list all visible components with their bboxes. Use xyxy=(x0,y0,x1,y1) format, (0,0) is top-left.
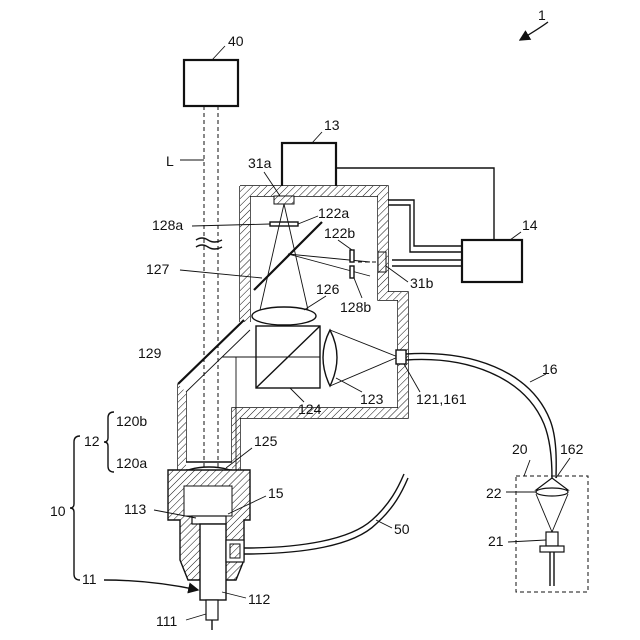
leader-123 xyxy=(336,378,362,392)
wire-31a-14-b xyxy=(388,205,462,252)
sensor-31b xyxy=(378,252,386,272)
leader-122a xyxy=(298,216,318,224)
label-15: 15 xyxy=(268,485,284,501)
housing-hatch-right xyxy=(378,196,408,418)
housing-hatch-top xyxy=(240,186,388,196)
label-162: 162 xyxy=(560,441,584,457)
brace-12 xyxy=(104,412,114,472)
box-14 xyxy=(462,240,522,282)
label-L: L xyxy=(166,153,174,169)
label-129: 129 xyxy=(138,345,162,361)
label-14: 14 xyxy=(522,217,538,233)
tip-111 xyxy=(206,600,218,620)
label-123: 123 xyxy=(360,391,384,407)
label-40: 40 xyxy=(228,33,244,49)
wire-13-14 xyxy=(336,168,494,240)
fiber-connector-121 xyxy=(396,350,406,364)
label-112: 112 xyxy=(248,591,271,607)
label-12: 12 xyxy=(84,433,100,449)
brace-10 xyxy=(70,436,80,580)
box-40 xyxy=(184,60,238,106)
label-113: 113 xyxy=(124,501,147,517)
lens-126 xyxy=(252,307,316,325)
leader-126 xyxy=(304,296,326,310)
label-120b: 120b xyxy=(116,413,147,429)
label-16: 16 xyxy=(542,361,558,377)
body-11 xyxy=(200,524,226,600)
label-20: 20 xyxy=(512,441,528,457)
label-128a: 128a xyxy=(152,217,183,233)
label-31a: 31a xyxy=(248,155,272,171)
label-22: 22 xyxy=(486,485,502,501)
mirror-129 xyxy=(178,320,244,384)
label-126: 126 xyxy=(316,281,340,297)
label-11: 11 xyxy=(82,571,97,587)
figure-ref-arrow xyxy=(520,22,548,40)
leader-50 xyxy=(376,520,392,528)
leader-21 xyxy=(508,540,546,542)
label-111: 111 xyxy=(156,613,177,629)
label-125: 125 xyxy=(254,433,278,449)
leader-128b xyxy=(354,278,362,298)
label-21: 21 xyxy=(488,533,504,549)
label-50: 50 xyxy=(394,521,410,537)
device-21 xyxy=(546,532,558,546)
fiber-16 xyxy=(406,354,556,478)
wire-31a-14-a xyxy=(388,200,462,246)
leader-122b xyxy=(338,240,352,250)
element-122a xyxy=(270,222,298,226)
leader-31b xyxy=(386,266,408,282)
label-10: 10 xyxy=(50,503,66,519)
element-128b xyxy=(350,266,354,278)
arrow-11 xyxy=(104,580,198,590)
box-13 xyxy=(282,143,336,191)
label-127: 127 xyxy=(146,261,170,277)
leader-40 xyxy=(212,46,225,60)
leader-111 xyxy=(186,614,206,620)
element-122b xyxy=(350,250,354,262)
leader-13 xyxy=(312,132,322,143)
label-122b: 122b xyxy=(324,225,355,241)
leader-162 xyxy=(556,458,570,478)
leader-14 xyxy=(510,232,521,240)
label-1: 1 xyxy=(538,7,546,23)
lens-123 xyxy=(323,330,337,386)
label-31b: 31b xyxy=(410,275,434,291)
leader-124 xyxy=(290,388,304,402)
leader-20 xyxy=(524,460,530,476)
label-128b: 128b xyxy=(340,299,371,315)
tube-120b-left xyxy=(178,384,186,470)
nozzle-113 xyxy=(192,516,226,524)
housing-hatch-left xyxy=(240,186,250,322)
label-122a: 122a xyxy=(318,205,349,221)
label-121-161: 121,161 xyxy=(416,391,467,407)
label-13: 13 xyxy=(324,117,340,133)
sensor-31a xyxy=(274,196,294,204)
label-120a: 120a xyxy=(116,455,147,471)
label-124: 124 xyxy=(298,401,322,417)
